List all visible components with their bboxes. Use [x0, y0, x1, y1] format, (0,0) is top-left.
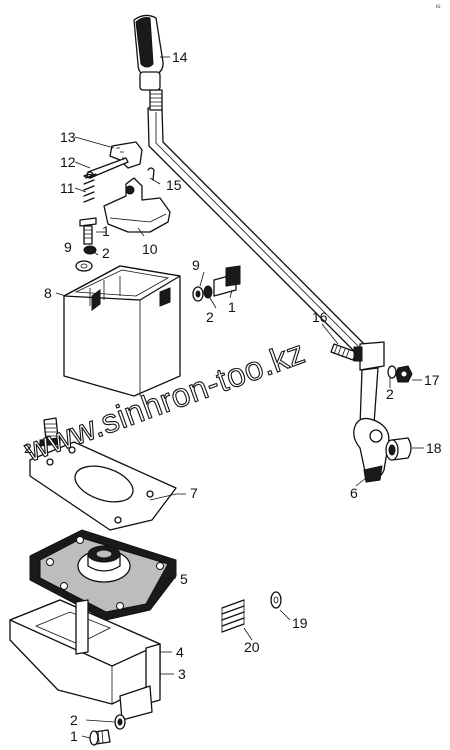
label-6: 6: [350, 485, 358, 501]
label-11: 11: [60, 180, 75, 196]
label-1-mid: 1: [228, 299, 236, 315]
bolt-16: [330, 343, 363, 362]
housing-fasteners: [192, 265, 241, 302]
label-9-right: 9: [192, 257, 200, 273]
housing-part-8: [63, 265, 181, 397]
label-18: 18: [426, 440, 442, 456]
spring-part-20: [221, 599, 245, 633]
washer-part-19: [270, 591, 282, 609]
label-1-upper: 1: [102, 223, 110, 239]
label-20: 20: [244, 639, 260, 655]
corner-mark: ю: [436, 4, 441, 10]
base-plate-part-3: [9, 599, 161, 721]
label-12: 12: [60, 154, 76, 170]
label-7: 7: [190, 485, 198, 501]
label-2-right: 2: [386, 386, 394, 402]
bushing-18: [385, 437, 412, 461]
cover-plate-part-5: [29, 529, 177, 621]
gasket-part-7: [29, 441, 177, 531]
label-19: 19: [292, 615, 308, 631]
lower-lever-part-6: [353, 341, 390, 483]
label-4: 4: [176, 644, 184, 660]
label-13: 13: [60, 129, 76, 145]
gear-lever-rod: [133, 14, 377, 365]
leader-lines: [55, 56, 424, 739]
label-1-bottom: 1: [70, 728, 78, 744]
label-5: 5: [180, 571, 188, 587]
label-2-mid: 2: [206, 309, 214, 325]
right-washer-and-nut: [387, 365, 413, 383]
label-17: 17: [424, 372, 440, 388]
label-14: 14: [172, 49, 188, 65]
label-10: 10: [142, 241, 158, 257]
label-9-left: 9: [64, 239, 72, 255]
label-15: 15: [166, 177, 182, 193]
part-labels: 14 13 12 11 15 1 10 9 2 9 8 2 1 16 17 2 …: [24, 49, 442, 744]
upper-bracket-assembly: [75, 141, 171, 272]
label-16: 16: [312, 309, 328, 325]
bottom-fasteners: [89, 714, 126, 746]
label-3: 3: [178, 666, 186, 682]
label-8: 8: [44, 285, 52, 301]
label-2-left: 2: [24, 440, 32, 456]
left-screw-assembly: [39, 417, 61, 447]
label-2-upper: 2: [102, 245, 110, 261]
label-2-bottom: 2: [70, 712, 78, 728]
